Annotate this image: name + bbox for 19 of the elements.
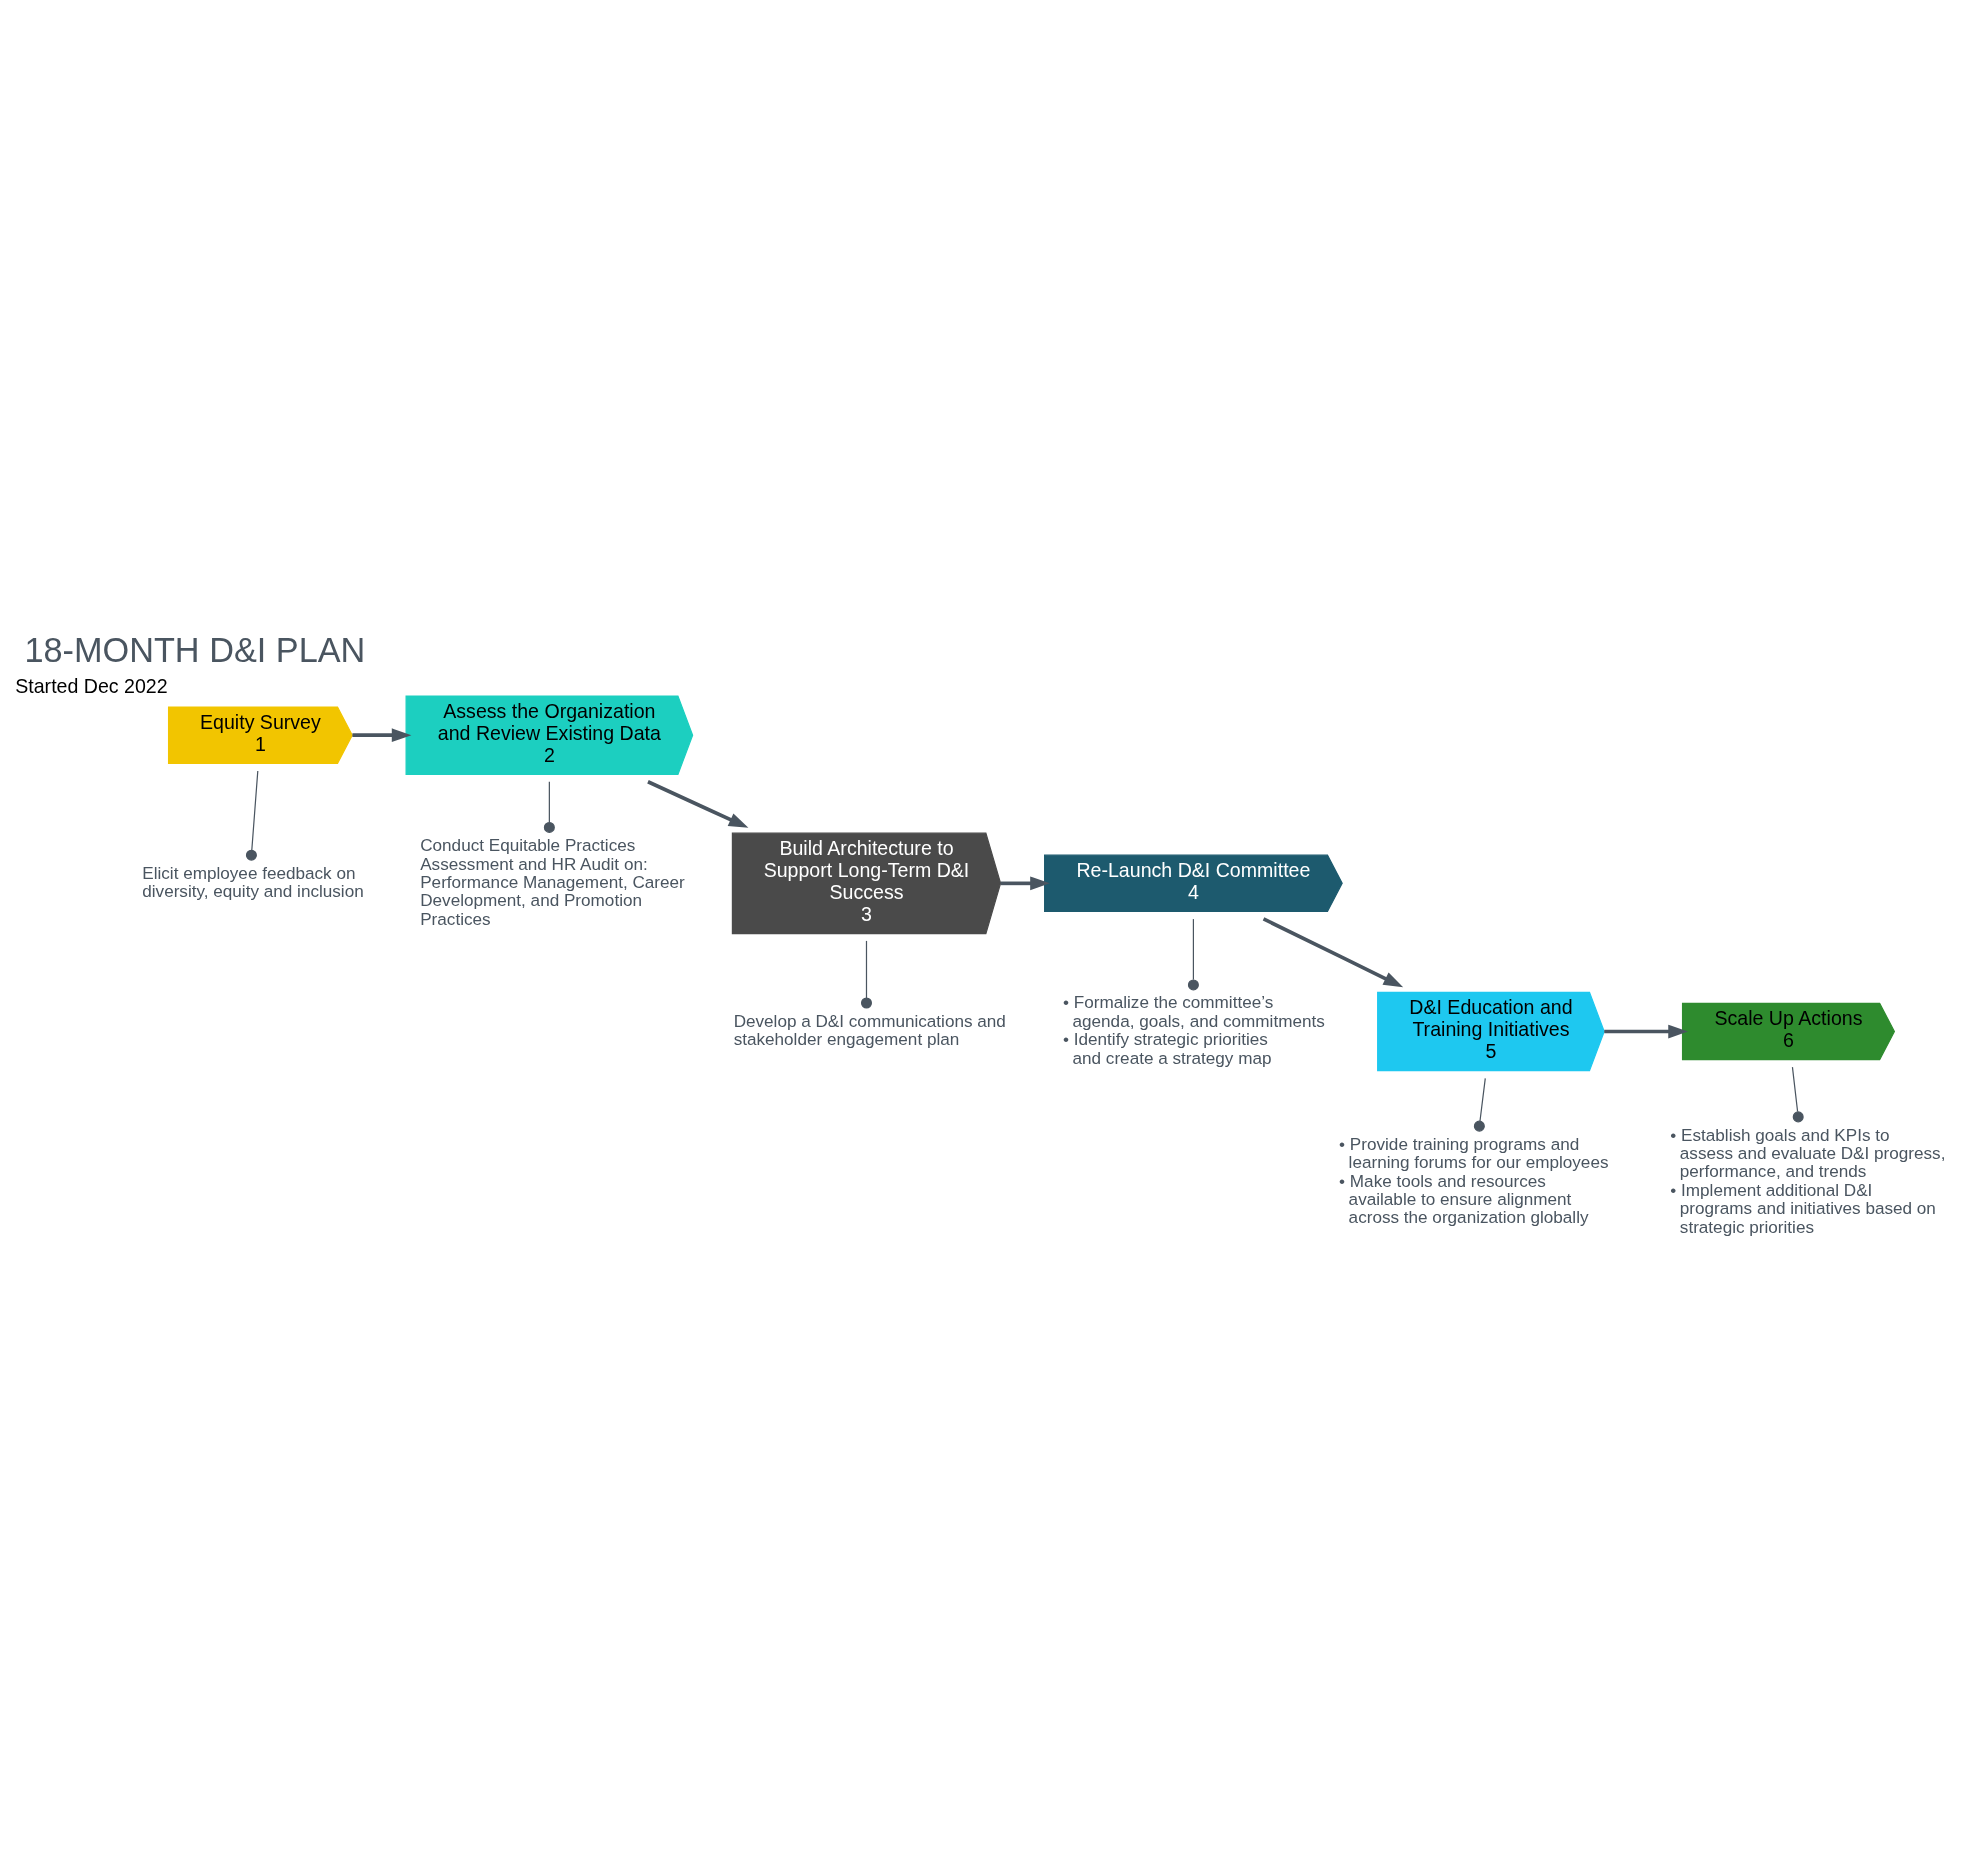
- connector: [1473, 1077, 1486, 1132]
- diagram-title: 18-MONTH D&I PLAN: [24, 631, 366, 670]
- connector: [1791, 1066, 1804, 1123]
- arrow: [1262, 917, 1404, 988]
- node-text: Conduct Equitable Practices Assessment and HR Audit on: Performance Management, Career Development, and Promotion Practices: [420, 835, 685, 929]
- node-label: Started Dec 2022: [15, 675, 168, 698]
- connector: [1187, 918, 1199, 991]
- connector: [245, 770, 259, 861]
- node-text: • Formalize the committee’s agenda, goals, and commitments • Identify strategic priorities and create a strategy map: [1063, 992, 1325, 1068]
- arrow: [1000, 876, 1050, 891]
- arrow: [647, 780, 749, 828]
- node-text: Elicit employee feedback on diversity, equity and inclusion: [142, 862, 364, 902]
- node-text: Develop a D&I communications and stakeholder engagement plan: [733, 1010, 1006, 1050]
- node-text: • Establish goals and KPIs to assess and evaluate D&I progress, performance, and trends • Implement additional D&I programs and initiatives based on strategic priorities: [1670, 1124, 1946, 1237]
- arrow: [1604, 1024, 1688, 1039]
- node-text: • Provide training programs and learning forums for our employees • Make tools and resources available to ensure alignment across the organization globally: [1339, 1133, 1609, 1228]
- arrow: [352, 728, 412, 743]
- connector: [861, 940, 872, 1009]
- connector: [543, 781, 555, 833]
